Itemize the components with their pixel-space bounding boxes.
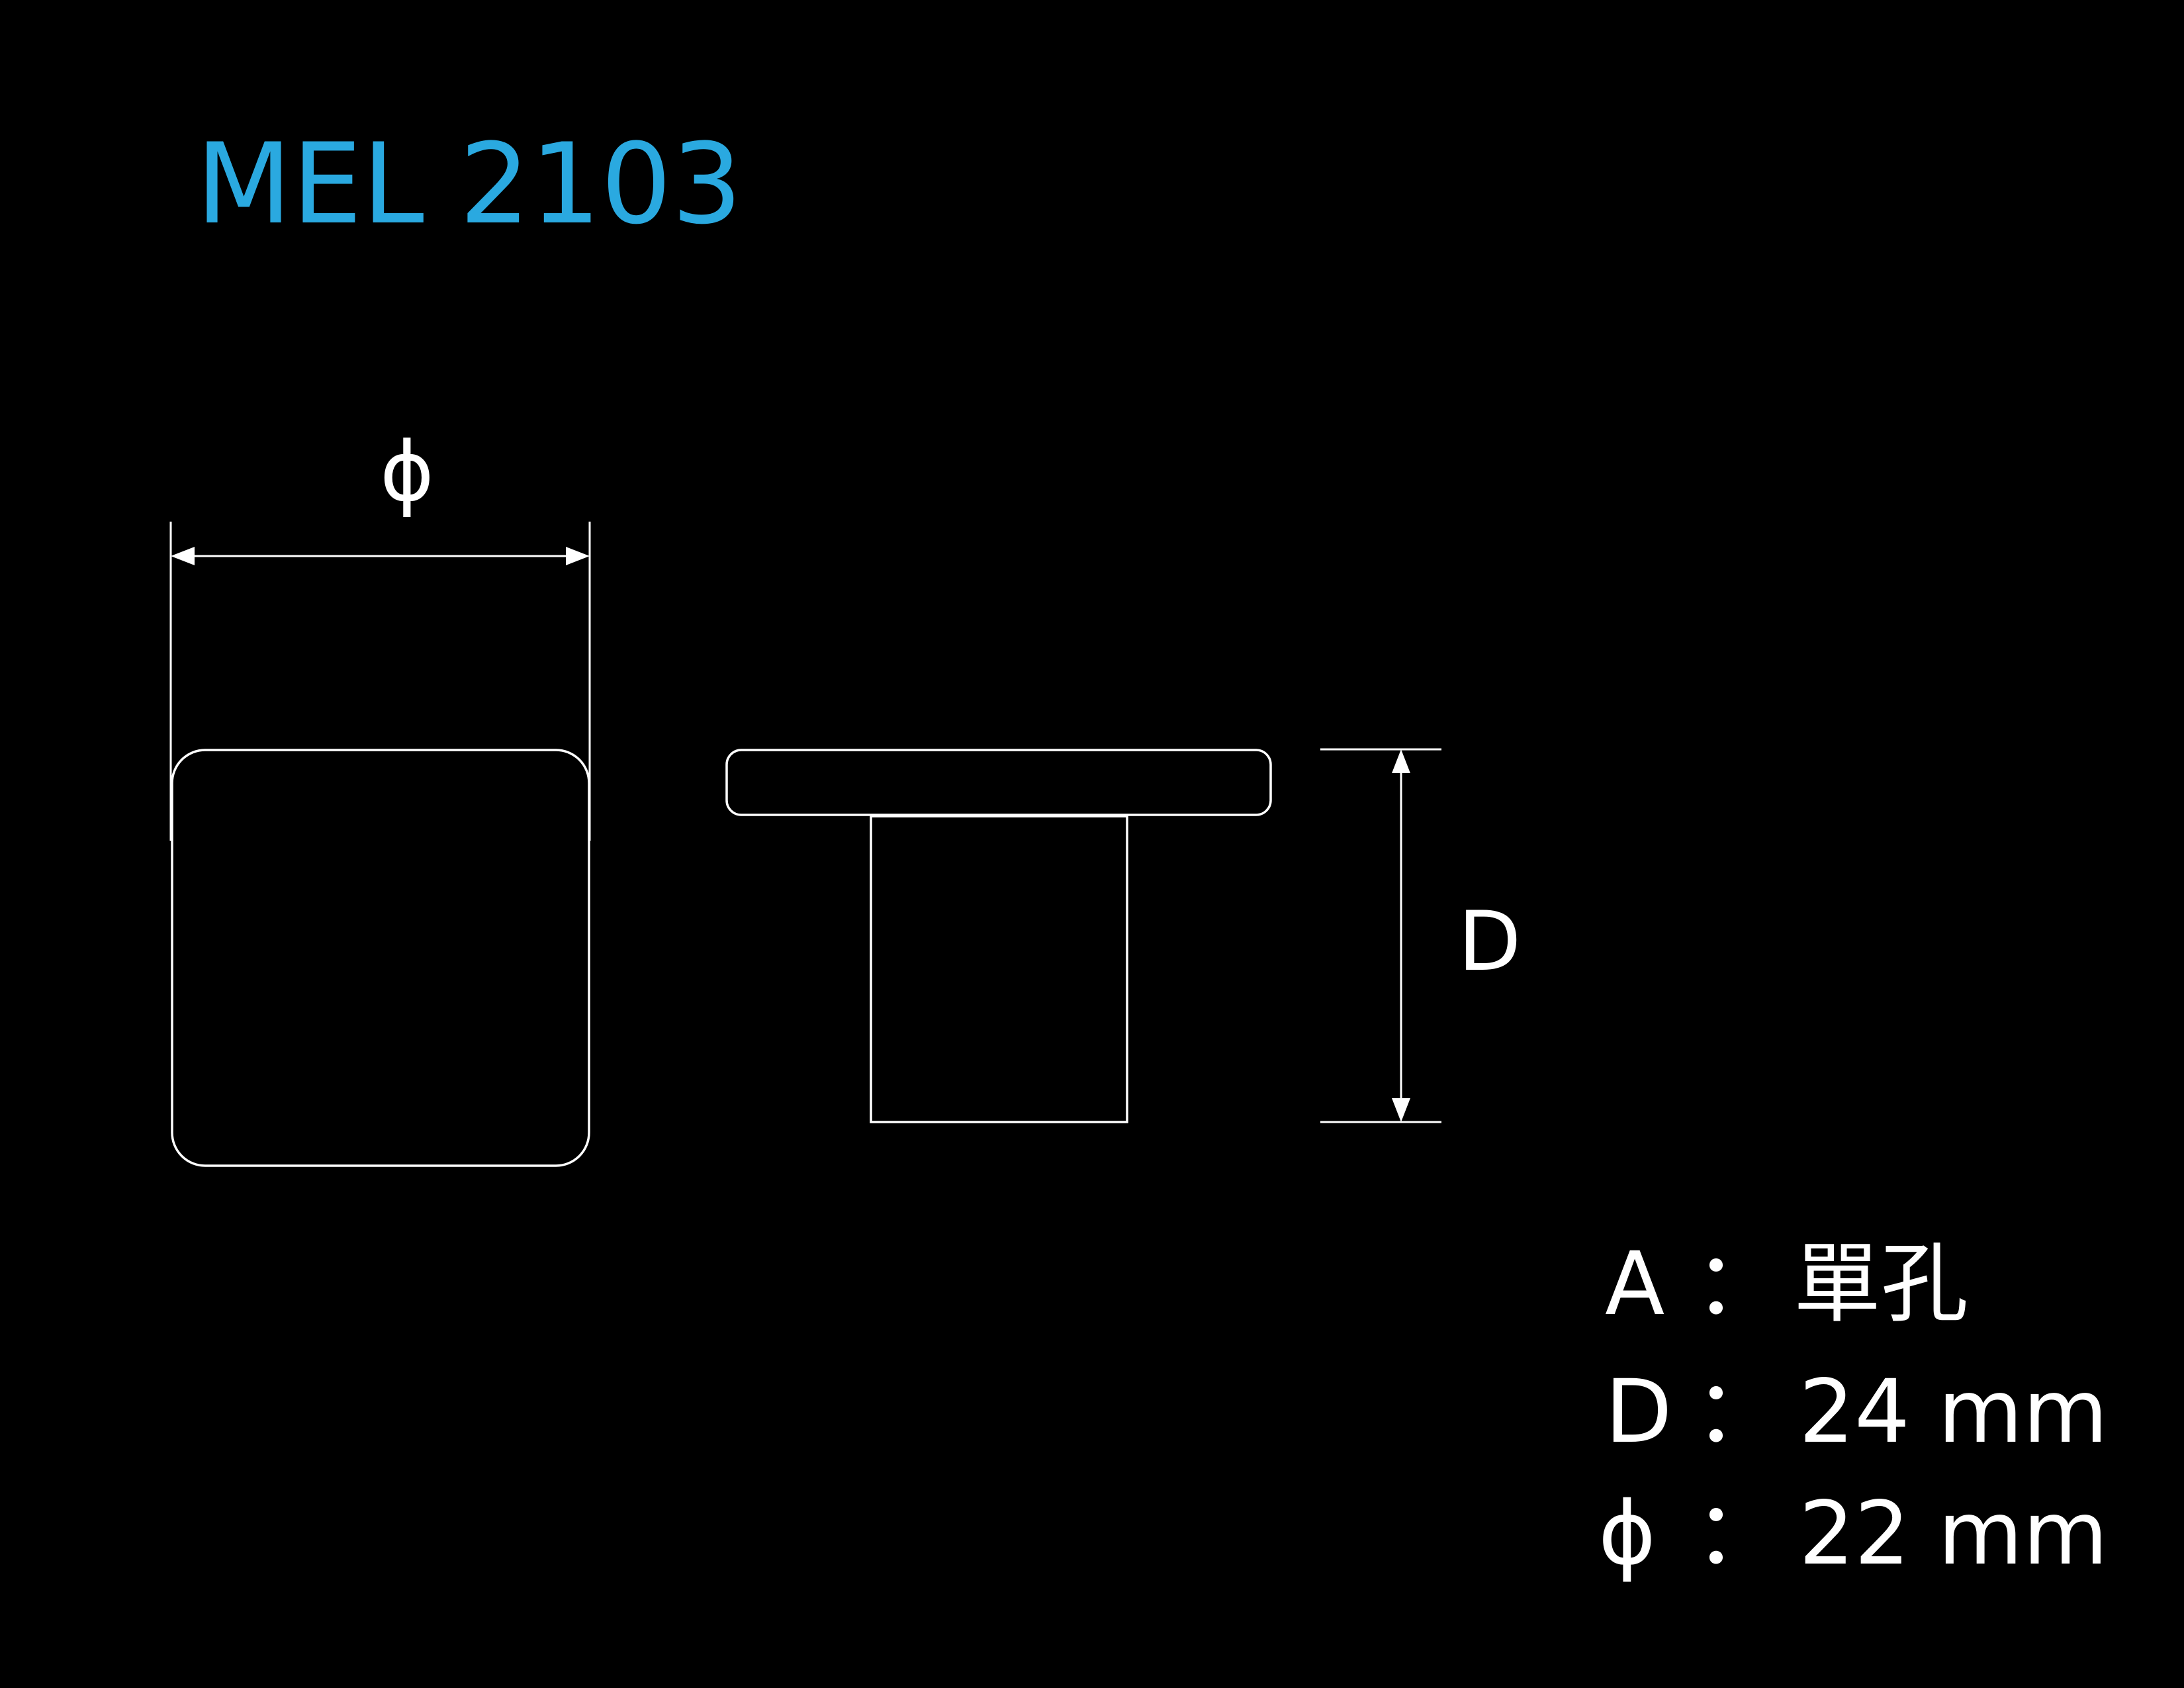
spec-row-d: D ： 24 mm — [1605, 1361, 2108, 1463]
diameter-label: ϕ — [380, 424, 434, 520]
spec-row-diameter: ϕ ： 22 mm — [1598, 1483, 2108, 1585]
arrowhead-bottom — [1392, 1098, 1410, 1122]
spec-key: A — [1605, 1233, 1664, 1335]
front-view: ϕ — [169, 424, 591, 1167]
side-view — [725, 749, 1272, 1123]
knob-stem-outline — [870, 815, 1128, 1123]
arrowhead-top — [1392, 749, 1410, 773]
spec-key: ϕ — [1598, 1483, 1656, 1585]
product-code-title: MEL 2103 — [196, 119, 743, 249]
spec-row-a: A ： 單孔 — [1605, 1233, 1968, 1335]
spec-value: 24 mm — [1799, 1361, 2108, 1463]
spec-separator: ： — [1694, 1233, 1782, 1335]
knob-face-outline — [171, 749, 590, 1167]
knob-cap-outline — [725, 749, 1272, 816]
arrowhead-right — [566, 547, 590, 565]
depth-label: D — [1458, 894, 1521, 990]
depth-dimension: D — [1320, 748, 1521, 1123]
spec-value: 22 mm — [1799, 1483, 2108, 1585]
spec-key: D — [1605, 1361, 1672, 1463]
arrowhead-left — [171, 547, 195, 565]
spec-value: 單孔 — [1794, 1233, 1968, 1335]
spec-list: A ： 單孔 D ： 24 mm ϕ ： 22 mm — [1598, 1233, 2108, 1585]
spec-separator: ： — [1694, 1361, 1782, 1463]
spec-separator: ： — [1694, 1483, 1782, 1585]
